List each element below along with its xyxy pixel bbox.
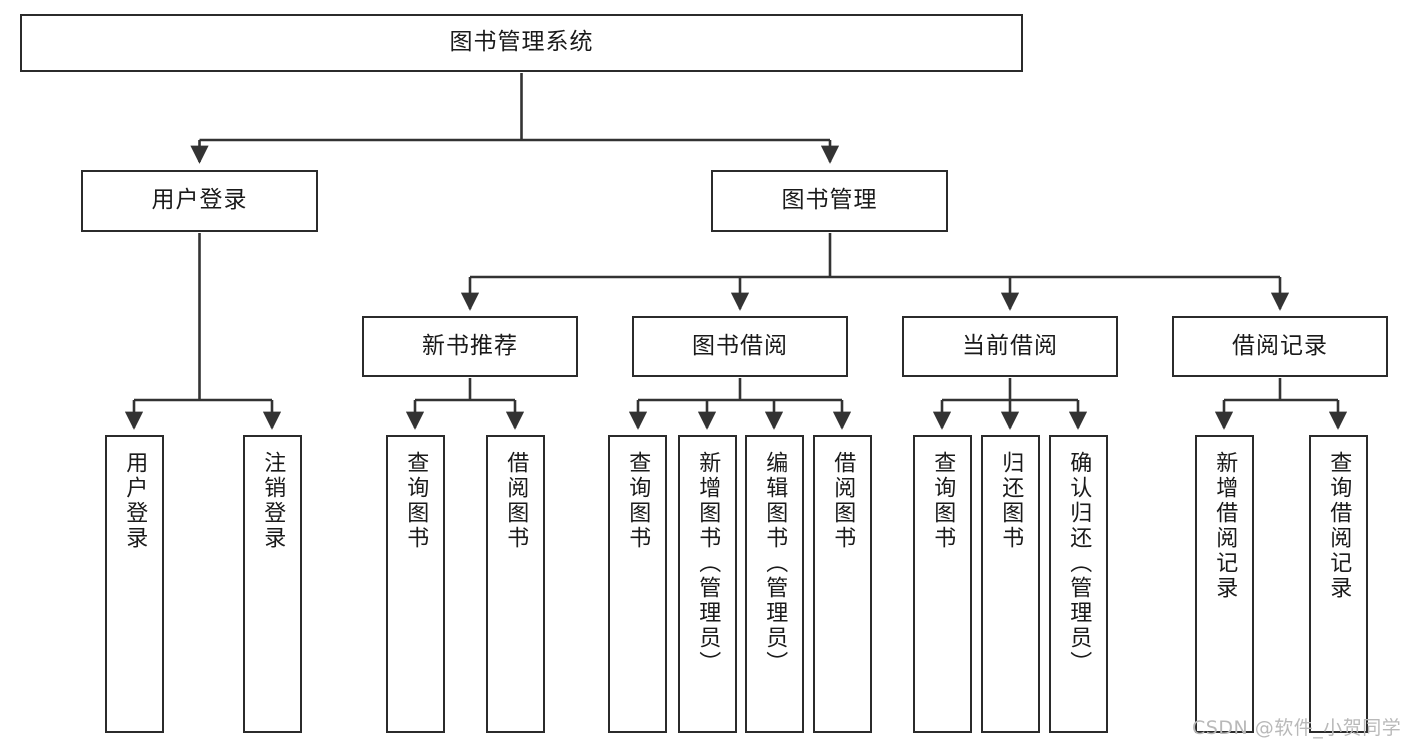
node-label: 图书管理系统: [449, 29, 594, 56]
node-label: 新增借阅记录: [1212, 451, 1238, 601]
node-current-borrow[interactable]: 当前借阅: [902, 316, 1118, 377]
node-label: 查询图书: [403, 451, 429, 551]
leaf-borrow-book-recommend[interactable]: 借阅图书: [486, 435, 545, 733]
node-label: 查询借阅记录: [1326, 451, 1352, 601]
node-label: 确认归还（管理员）: [1066, 451, 1092, 676]
node-label: 归还图书: [998, 451, 1024, 551]
leaf-query-book-borrow[interactable]: 查询图书: [608, 435, 667, 733]
node-user-login[interactable]: 用户登录: [81, 170, 318, 232]
leaf-confirm-return-admin[interactable]: 确认归还（管理员）: [1049, 435, 1108, 733]
leaf-user-login[interactable]: 用户登录: [105, 435, 164, 733]
node-label: 用户登录: [151, 187, 248, 214]
node-label: 新书推荐: [422, 332, 518, 359]
leaf-query-borrow-record[interactable]: 查询借阅记录: [1309, 435, 1368, 733]
node-label: 图书借阅: [692, 332, 788, 359]
node-book-borrow[interactable]: 图书借阅: [632, 316, 848, 377]
node-label: 编辑图书（管理员）: [762, 451, 788, 676]
node-root-book-management-system[interactable]: 图书管理系统: [20, 14, 1023, 72]
leaf-edit-book-admin[interactable]: 编辑图书（管理员）: [745, 435, 804, 733]
leaf-query-book-current[interactable]: 查询图书: [913, 435, 972, 733]
node-label: 借阅图书: [830, 451, 856, 551]
node-label: 新增图书（管理员）: [695, 451, 721, 676]
leaf-borrow-book[interactable]: 借阅图书: [813, 435, 872, 733]
node-label: 借阅记录: [1232, 332, 1328, 359]
leaf-add-borrow-record[interactable]: 新增借阅记录: [1195, 435, 1254, 733]
leaf-return-book[interactable]: 归还图书: [981, 435, 1040, 733]
node-label: 图书管理: [781, 187, 878, 214]
leaf-add-book-admin[interactable]: 新增图书（管理员）: [678, 435, 737, 733]
node-label: 查询图书: [625, 451, 651, 551]
node-new-book-recommend[interactable]: 新书推荐: [362, 316, 578, 377]
leaf-query-book-recommend[interactable]: 查询图书: [386, 435, 445, 733]
node-label: 注销登录: [260, 451, 286, 551]
node-label: 查询图书: [930, 451, 956, 551]
node-borrow-record[interactable]: 借阅记录: [1172, 316, 1388, 377]
node-label: 当前借阅: [962, 332, 1058, 359]
node-label: 借阅图书: [503, 451, 529, 551]
node-label: 用户登录: [122, 451, 148, 551]
node-book-management[interactable]: 图书管理: [711, 170, 948, 232]
leaf-logout[interactable]: 注销登录: [243, 435, 302, 733]
